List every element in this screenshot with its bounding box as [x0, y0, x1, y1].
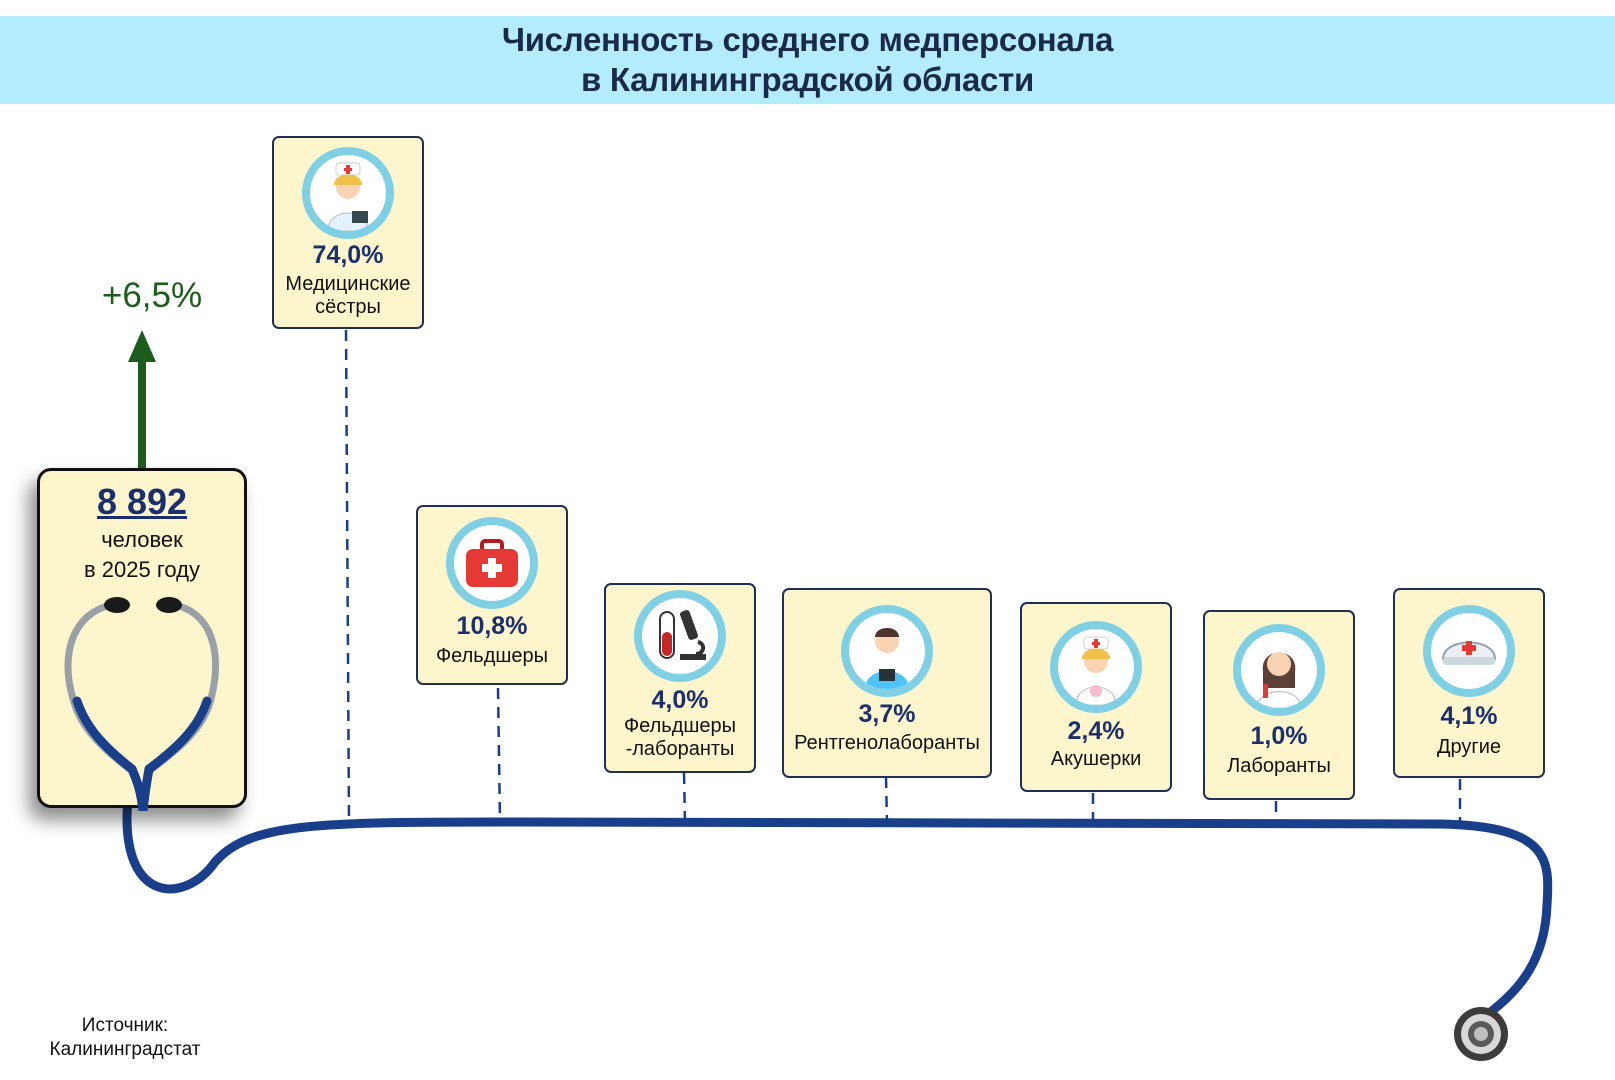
- title-line-2: в Калининградской области: [581, 61, 1034, 98]
- category-percent: 74,0%: [312, 241, 384, 269]
- source-label: Источник:: [81, 1015, 169, 1036]
- lab-assistant-icon: [1233, 624, 1325, 716]
- category-card-nurses: 74,0% Медицинские сёстры: [272, 136, 424, 329]
- category-percent: 2,4%: [1067, 717, 1125, 745]
- stethoscope-tube: [122, 793, 1553, 1019]
- category-card-paramedic-lab: 4,0% Фельдшеры -лаборанты: [604, 583, 756, 773]
- stethoscope-chest-piece-icon: [1454, 1007, 1508, 1061]
- growth-arrow-icon: [128, 330, 156, 468]
- connector-3: [682, 772, 687, 825]
- category-percent: 4,0%: [651, 686, 709, 714]
- first-aid-kit-icon: [446, 517, 538, 609]
- title-line-1: Численность среднего медперсонала: [501, 21, 1114, 58]
- category-percent: 4,1%: [1440, 702, 1498, 730]
- nurse-with-tablet-icon: [302, 147, 394, 239]
- total-staff-value: 8 892: [96, 481, 188, 522]
- category-label: Фельдшеры: [435, 645, 549, 667]
- midwife-icon: [1050, 621, 1142, 713]
- category-label: Рентгенолаборанты: [794, 732, 980, 754]
- source-name: Калининградстат: [49, 1039, 201, 1060]
- total-staff-card: 8 892 человек в 2025 году: [37, 468, 247, 811]
- category-card-radiology: 3,7% Рентгенолаборанты: [782, 588, 992, 778]
- connector-1: [344, 329, 351, 823]
- stethoscope-icon: [64, 597, 219, 811]
- source-note: Источник: Калининградстат: [25, 1014, 225, 1062]
- growth-percent: +6,5%: [101, 276, 203, 315]
- category-card-paramedics: 10,8% Фельдшеры: [416, 505, 568, 685]
- category-card-midwives: 2,4% Акушерки: [1020, 602, 1172, 792]
- total-staff-year: в 2025 году: [84, 557, 200, 582]
- category-label: Акушерки: [1050, 748, 1142, 770]
- category-card-others: 4,1% Другие: [1393, 588, 1545, 778]
- connector-4: [884, 776, 889, 825]
- category-card-lab-assistants: 1,0% Лаборанты: [1203, 610, 1355, 800]
- category-percent: 3,7%: [858, 700, 916, 728]
- nurse-cap-icon: [1423, 605, 1515, 697]
- connector-2: [496, 687, 502, 823]
- test-tube-microscope-icon: [634, 590, 726, 682]
- radiology-technician-icon: [841, 605, 933, 697]
- category-percent: 10,8%: [456, 612, 528, 640]
- category-label: Фельдшеры -лаборанты: [623, 715, 737, 760]
- category-label: Лаборанты: [1227, 755, 1331, 777]
- category-label: Другие: [1436, 736, 1502, 758]
- category-percent: 1,0%: [1250, 722, 1308, 750]
- total-staff-unit: человек: [101, 527, 183, 552]
- category-label: Медицинские сёстры: [285, 273, 411, 318]
- title-banner: Численность среднего медперсонала в Кали…: [0, 16, 1615, 104]
